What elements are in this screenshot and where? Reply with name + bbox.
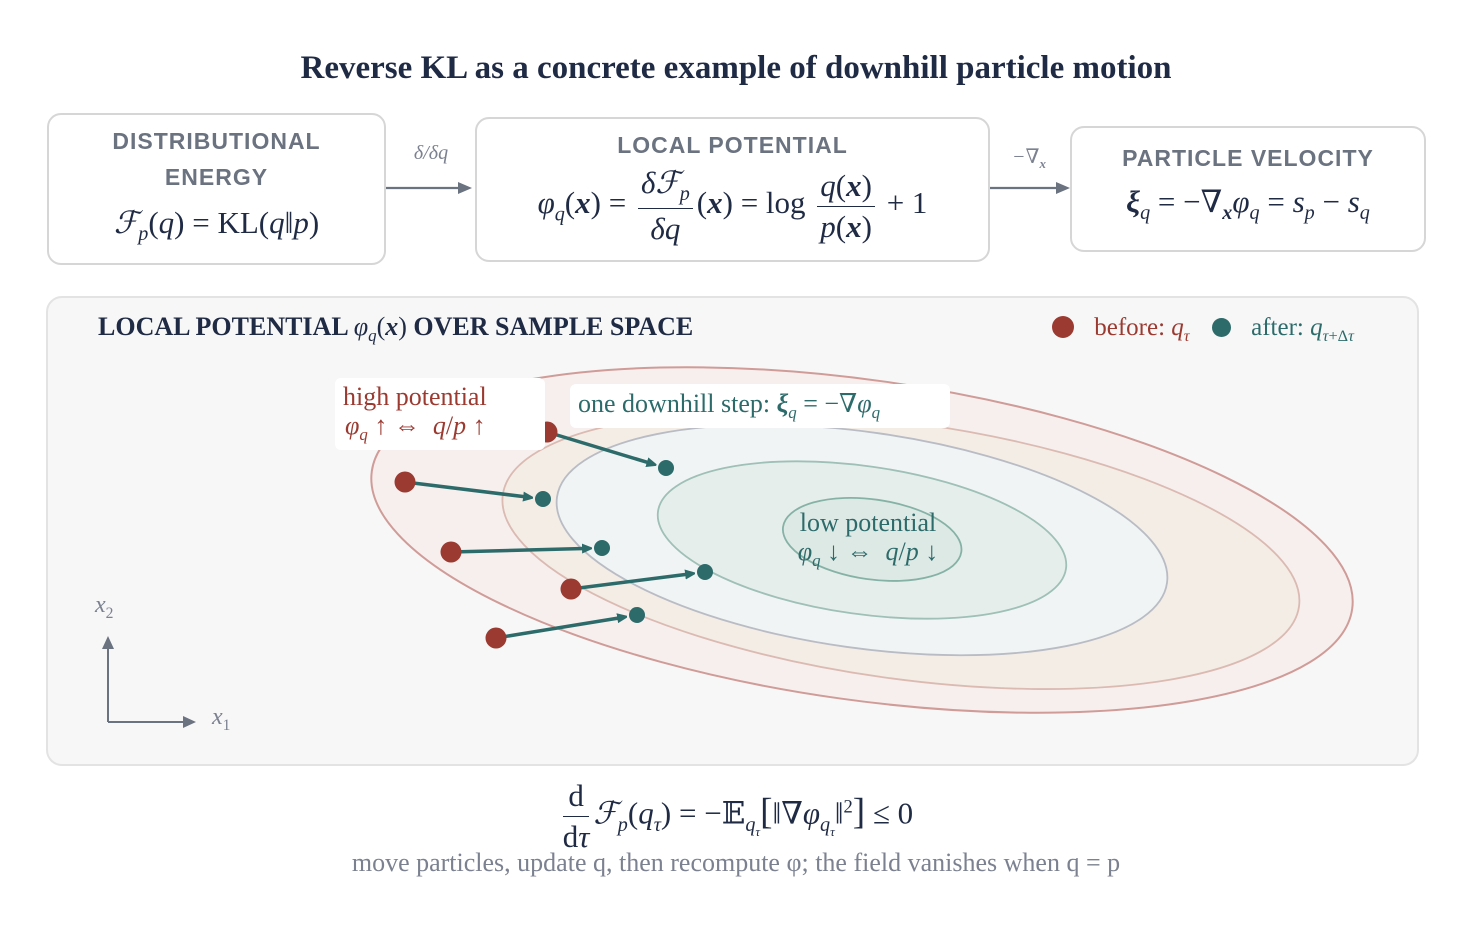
low-potential-formula: φq ↓ ⇔ q/p ↓ (797, 537, 939, 571)
particle-after-2 (535, 491, 551, 507)
panel-title-suffix: OVER SAMPLE SPACE (413, 312, 694, 341)
downhill-step-formula: ξq = −∇φq (776, 389, 881, 423)
variational-derivative-label: δ/δq (413, 142, 449, 164)
panel-title: LOCAL POTENTIAL φq(x) OVER SAMPLE SPACE (98, 312, 694, 346)
step-arrow-5 (495, 617, 624, 640)
low-potential-text: low potential (799, 508, 937, 537)
axes-indicator (102, 636, 196, 728)
step-arrow-1 (546, 430, 654, 464)
downhill-step-label: one downhill step: ξq = −∇φq (570, 384, 950, 428)
energy-heading: DISTRIBUTIONAL ENERGY (49, 123, 384, 195)
panel-title-text: LOCAL POTENTIAL (98, 312, 348, 341)
particle-after-1 (658, 460, 674, 476)
energy-equation: ℱp(q) = KL(q‖p) (113, 205, 320, 246)
particle-after-3 (594, 540, 610, 556)
axis-label-x2: x2 (95, 592, 114, 622)
legend-after-dot (1211, 318, 1231, 337)
step-arrow-2 (404, 480, 530, 497)
low-potential-label: low potential φq ↓ ⇔ q/p ↓ (768, 508, 968, 575)
step-arrow-3 (450, 548, 589, 554)
velocity-equation: ξq = −∇xφq = sp − sq (1126, 184, 1370, 225)
particle-after-5 (629, 607, 645, 623)
particle-before-3 (440, 541, 462, 563)
legend: before: qτ after: qτ+Δτ (1052, 314, 1354, 346)
arrow-potential-to-velocity (990, 182, 1070, 194)
velocity-heading: PARTICLE VELOCITY (1122, 145, 1374, 171)
velocity-box: PARTICLE VELOCITY ξq = −∇xφq = sp − sq (1070, 126, 1426, 252)
high-potential-label: high potential φq ↑ ⇔ q/p ↑ (335, 378, 545, 450)
caption: move particles, update q, then recompute… (351, 848, 1121, 877)
legend-before-label: before: qτ (1094, 314, 1190, 345)
page-title: Reverse KL as a concrete example of down… (300, 50, 1172, 86)
high-potential-formula: φq ↑ ⇔ q/p ↑ (345, 411, 486, 445)
particle-before-2 (394, 471, 416, 493)
high-potential-text: high potential (343, 382, 487, 411)
energy-heading-line2: ENERGY (164, 164, 269, 190)
contour-level-5 (781, 496, 963, 582)
energy-box: DISTRIBUTIONAL ENERGY ℱp(q) = KL(q‖p) (47, 113, 386, 265)
legend-before-dot (1052, 316, 1074, 338)
axis-label-x1: x1 (212, 704, 231, 734)
particle-before-4 (560, 578, 582, 600)
arrow-energy-to-potential (386, 182, 472, 194)
legend-after-label: after: qτ+Δτ (1251, 314, 1354, 345)
negative-gradient-label: −∇x (1012, 146, 1046, 171)
energy-heading-line1: DISTRIBUTIONAL (112, 128, 321, 154)
negative-gradient-text: −∇ (1012, 146, 1040, 168)
downhill-step-text: one downhill step: (578, 389, 771, 418)
particle-after-4 (697, 564, 713, 580)
step-arrow-4 (570, 574, 692, 591)
potential-heading: LOCAL POTENTIAL (617, 132, 848, 158)
particle-layer (394, 421, 713, 649)
particle-before-5 (485, 627, 507, 649)
